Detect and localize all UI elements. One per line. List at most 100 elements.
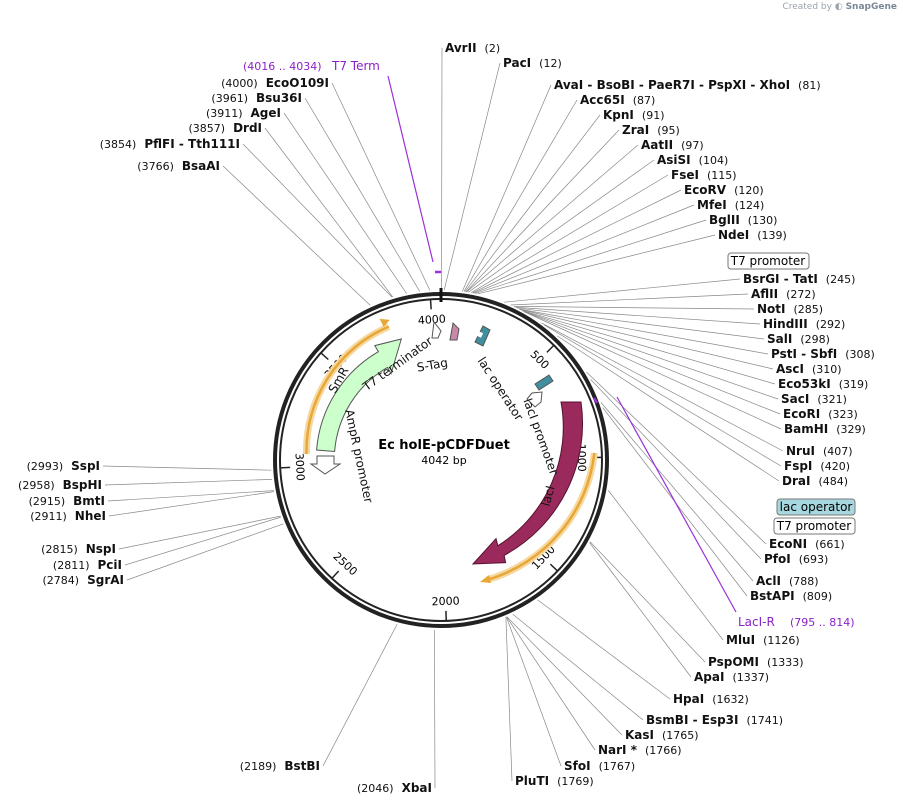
site-psti-sbfi[interactable]: PstI - SbfI(308) — [771, 347, 875, 361]
site-position: (484) — [818, 475, 848, 488]
site-ecori[interactable]: EcoRI(323) — [783, 407, 858, 421]
site-ndei[interactable]: NdeI(139) — [718, 228, 787, 242]
laci-cds-arrowhead — [480, 575, 491, 583]
site-bmti[interactable]: BmtI(2915) — [29, 494, 105, 508]
site-saci[interactable]: SacI(321) — [781, 392, 847, 406]
site-position: (319) — [839, 378, 869, 391]
site-connector — [590, 379, 762, 560]
laci-promoter-arrow[interactable] — [526, 391, 543, 408]
site-mlui[interactable]: MluI(1126) — [726, 633, 800, 647]
site-name: AvrII — [445, 41, 477, 55]
site-nhei[interactable]: NheI(2911) — [30, 509, 106, 523]
site-mfei[interactable]: MfeI(124) — [697, 198, 764, 212]
site-bstbi[interactable]: BstBI(2189) — [240, 759, 320, 773]
site-fsei[interactable]: FseI(115) — [671, 168, 737, 182]
site-nrui[interactable]: NruI(407) — [786, 444, 853, 458]
site-bsphi[interactable]: BspHI(2958) — [18, 478, 102, 492]
site-econi[interactable]: EcoNI(661) — [769, 537, 845, 551]
t7-promoter-box-1[interactable]: T7 promoter — [727, 252, 810, 270]
snapgene-credit: Created by ◐ SnapGene — [782, 2, 897, 12]
site-bsrgi-tati[interactable]: BsrGI - TatI(245) — [743, 272, 855, 286]
t7-promoter-1-label: T7 promoter — [730, 254, 806, 268]
site-position: (272) — [786, 288, 816, 301]
smr-feature-arrow[interactable] — [316, 338, 403, 453]
t7-promoter-box-2[interactable]: T7 promoter — [773, 517, 856, 535]
site-connector — [607, 490, 724, 641]
site-asisi[interactable]: AsiSI(104) — [657, 153, 728, 167]
site-ecorv[interactable]: EcoRV(120) — [684, 183, 764, 197]
site-xbai[interactable]: XbaI(2046) — [357, 781, 432, 795]
site-drai[interactable]: DraI(484) — [782, 474, 848, 488]
site-connector — [464, 114, 601, 292]
laci-promoter-label: lacI promoter — [520, 396, 561, 476]
plasmid-size: 4042 bp — [421, 454, 466, 467]
site-sgrai[interactable]: SgrAI(2784) — [43, 573, 124, 587]
site-bsu36i[interactable]: Bsu36I(3961) — [211, 91, 302, 105]
site-sfoi[interactable]: SfoI(1767) — [564, 759, 635, 773]
site-agei[interactable]: AgeI(3911) — [206, 106, 281, 120]
site-position: (292) — [816, 318, 846, 331]
site-name: PfoI — [764, 552, 791, 566]
t7-terminator-feature[interactable] — [431, 320, 442, 339]
site-fspi[interactable]: FspI(420) — [784, 459, 850, 473]
site-name: DrdI — [233, 121, 262, 135]
t7-term-primer-line — [387, 75, 434, 263]
smr-cds-arrowhead — [379, 318, 390, 327]
site-position: (104) — [699, 154, 729, 167]
site-hindiii[interactable]: HindIII(292) — [763, 317, 845, 331]
site-pfoi[interactable]: PfoI(693) — [764, 552, 828, 566]
site-connector — [264, 127, 394, 298]
site-aflii[interactable]: AflII(272) — [751, 287, 816, 301]
site-sspi[interactable]: SspI(2993) — [27, 459, 100, 473]
site-bstapi[interactable]: BstAPI(809) — [750, 589, 832, 603]
site-zrai[interactable]: ZraI(95) — [622, 123, 680, 137]
site-bsaai[interactable]: BsaAI(3766) — [137, 159, 220, 173]
site-bsmbi-esp3i[interactable]: BsmBI - Esp3I(1741) — [646, 713, 783, 727]
lac-operator-box[interactable]: lac operator — [776, 498, 856, 516]
site-pflfi-tth111i[interactable]: PflFI - Tth111I(3854) — [100, 137, 240, 151]
site-connector — [283, 112, 407, 294]
site-acli[interactable]: AclI(788) — [756, 574, 819, 588]
site-bglii[interactable]: BglII(130) — [709, 213, 777, 227]
site-acc65i[interactable]: Acc65I(87) — [580, 93, 655, 107]
site-position: (245) — [826, 273, 856, 286]
site-nspi[interactable]: NspI(2815) — [41, 542, 116, 556]
site-avai-bsobi-paer7i-pspxi-xhoi[interactable]: AvaI - BsoBI - PaeR7I - PspXI - XhoI(81) — [554, 78, 821, 92]
site-avrii[interactable]: AvrII(2) — [445, 41, 500, 55]
tick-mark-3500 — [320, 352, 329, 361]
site-name: AvaI - BsoBI - PaeR7I - PspXI - XhoI — [554, 78, 790, 92]
site-ecoo109i[interactable]: EcoO109I(4000) — [221, 76, 329, 90]
site-name: EcoRI — [783, 407, 820, 421]
site-pluti[interactable]: PluTI(1769) — [515, 774, 594, 788]
site-kasi[interactable]: KasI(1765) — [625, 728, 699, 742]
site-noti[interactable]: NotI(285) — [757, 302, 823, 316]
site-apai[interactable]: ApaI(1337) — [694, 670, 769, 684]
site-name: NdeI — [718, 228, 749, 242]
s-tag-feature[interactable] — [449, 321, 460, 341]
site-connector — [118, 515, 281, 550]
site-drdi[interactable]: DrdI(3857) — [188, 121, 262, 135]
site-pspomi[interactable]: PspOMI(1333) — [708, 655, 804, 669]
site-paci[interactable]: PacI(12) — [503, 56, 562, 70]
site-position: (3854) — [100, 138, 137, 151]
site-sali[interactable]: SalI(298) — [767, 332, 830, 346]
ampr-promoter-arrow[interactable] — [309, 455, 342, 475]
site-pcii[interactable]: PciI(2811) — [53, 558, 122, 572]
s-tag-label: S-Tag — [416, 355, 449, 374]
site-name: AgeI — [251, 106, 281, 120]
site-name: PstI - SbfI — [771, 347, 837, 361]
site-aatii[interactable]: AatII(97) — [641, 138, 704, 152]
site-asci[interactable]: AscI(310) — [776, 362, 842, 376]
tick-label-2500: 2500 — [330, 550, 359, 579]
site-eco53ki[interactable]: Eco53kI(319) — [778, 377, 868, 391]
lac-operator-feature-1[interactable] — [474, 325, 491, 347]
site-connector — [477, 234, 716, 295]
site-hpai[interactable]: HpaI(1632) — [673, 692, 749, 706]
lac-operator-feature-2[interactable] — [534, 374, 554, 391]
site-bamhi[interactable]: BamHI(329) — [784, 422, 866, 436]
site-nari[interactable]: NarI *(1766) — [598, 743, 682, 757]
laci-r-primer-name: LacI-R — [738, 615, 775, 629]
site-position: (124) — [735, 199, 765, 212]
laci-feature-arrow[interactable] — [471, 401, 584, 565]
site-kpni[interactable]: KpnI(91) — [603, 108, 665, 122]
